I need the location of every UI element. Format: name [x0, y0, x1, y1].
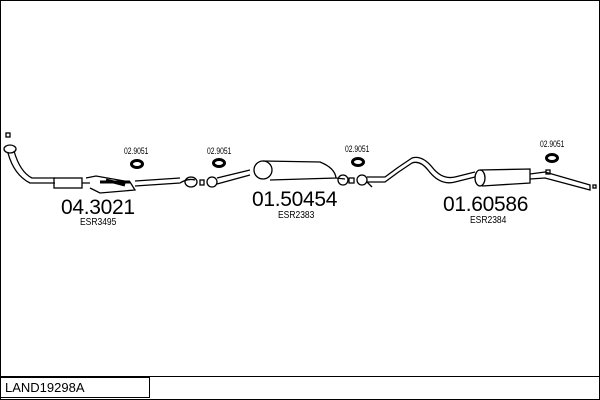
clamp-label: 02.9051	[345, 144, 370, 154]
sleeve	[199, 179, 205, 186]
middle-pipe-1	[134, 177, 196, 187]
part-ref: ESR2383	[278, 210, 315, 221]
rear-pipe	[367, 156, 476, 184]
silencer-outlet	[335, 177, 346, 180]
flange-marker	[5, 132, 11, 138]
part-number: 01.50454	[252, 188, 338, 211]
clamp-label: 02.9051	[540, 139, 565, 149]
middle-pipe-2	[216, 169, 251, 185]
tailpipe	[529, 171, 591, 191]
middle-silencer	[262, 160, 337, 181]
catalytic-converter	[82, 175, 137, 194]
clamp-label: 02.9051	[124, 146, 149, 156]
part-number: 04.3021	[61, 196, 135, 219]
silencer-end	[253, 160, 273, 180]
tail-marker	[592, 184, 597, 189]
exhaust-system	[3, 132, 597, 194]
converter-shading	[100, 178, 130, 187]
clamp-icons	[130, 153, 559, 169]
clamp-label: 02.9051	[207, 146, 232, 156]
flex-joint	[53, 177, 83, 189]
part-number: 01.60586	[443, 193, 529, 216]
diagram-code: LAND19298A	[0, 377, 150, 398]
pipe-joint	[184, 176, 198, 188]
front-flange	[3, 144, 17, 154]
rear-silencer	[479, 168, 531, 187]
front-pipe	[7, 150, 55, 184]
part-ref: ESR2384	[470, 215, 507, 226]
part-ref: ESR3495	[80, 217, 117, 228]
rear-silencer-end	[474, 169, 486, 187]
pipe-joint	[206, 176, 218, 188]
